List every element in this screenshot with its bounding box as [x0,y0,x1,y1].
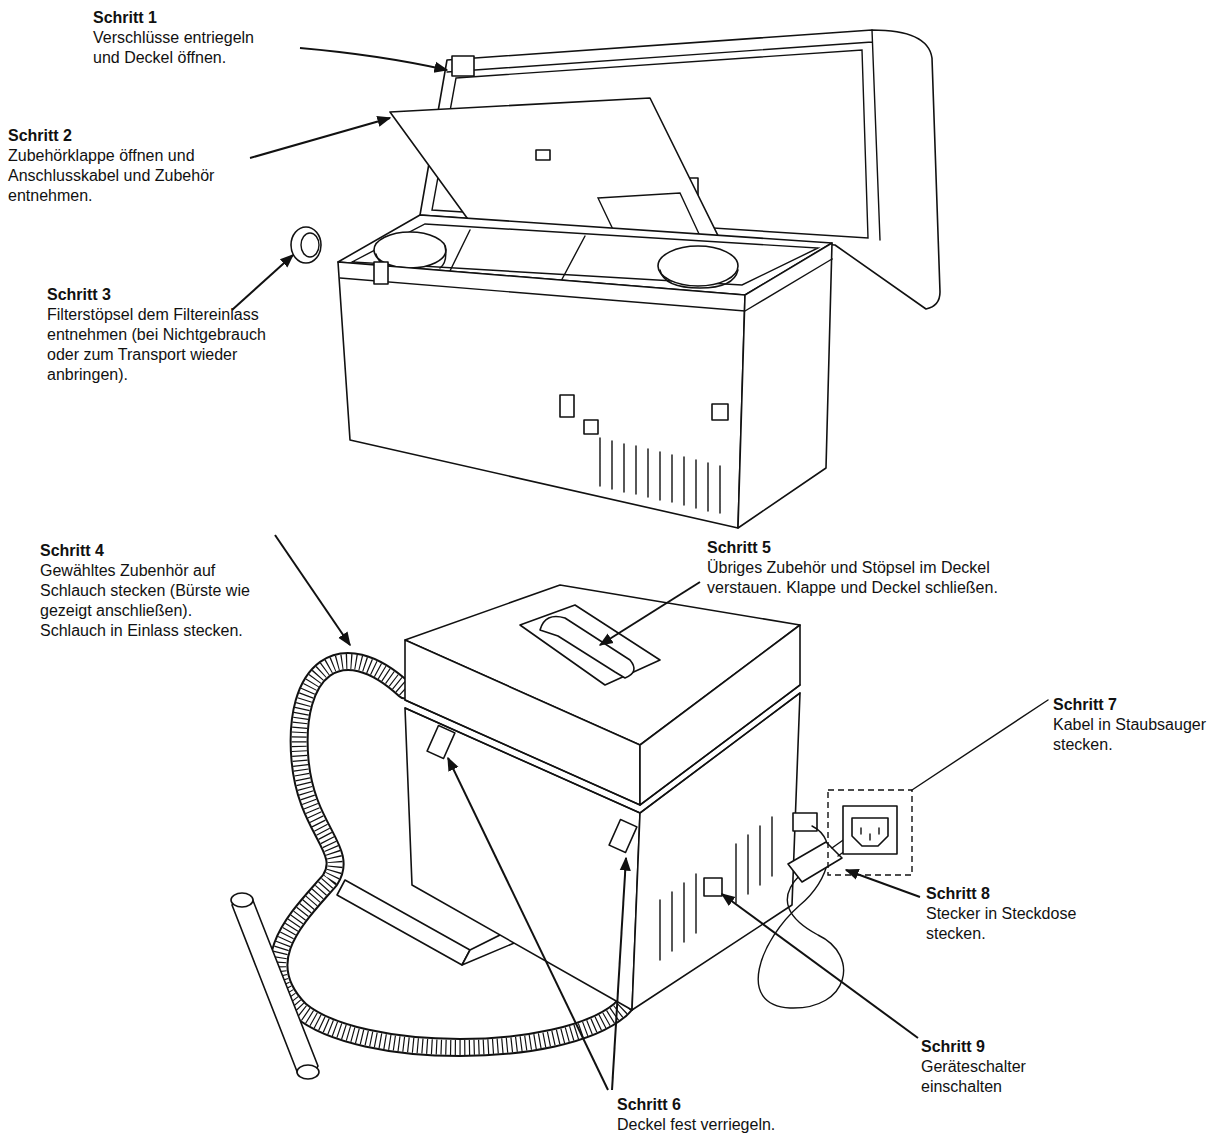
step-heading: Schritt 2 [8,126,288,146]
filter-plug [291,227,321,263]
socket-pins [861,828,879,840]
step-instruction: Zubehörklappe öffnen und Anschlusskabel … [8,146,288,206]
step-instruction: Gewähltes Zubenhör auf Schlauch stecken … [40,561,252,641]
step-heading: Schritt 1 [93,8,273,28]
base-right-face [632,693,800,1010]
leader-arrow [448,758,608,1090]
plug-body [788,842,842,882]
socket-inset [828,790,912,875]
vent-slots [660,817,772,960]
step-heading: Schritt 3 [47,285,275,305]
socket [712,404,728,420]
leader-arrow [232,255,293,310]
leader-arrow [722,894,918,1038]
base-rim-line [745,259,832,311]
filter-cylinder-side [660,270,738,288]
step-heading: Schritt 4 [40,541,252,561]
base-front-face [338,262,745,528]
socket-plate [843,806,897,854]
closed-case [231,585,852,1079]
lid-latch [609,820,637,853]
step-heading: Schritt 5 [707,538,1052,558]
leader-line [912,700,1048,790]
vent-slots [600,438,720,513]
leader-arrow [250,118,390,158]
base-right-face [738,243,832,528]
switch [584,420,598,434]
power-cord [758,826,843,1008]
crevice-wand [232,896,318,1076]
open-case [291,30,940,528]
step-instruction: Geräteschalter einschalten [921,1057,1061,1097]
base-front-face [405,708,640,1010]
step-heading: Schritt 8 [926,884,1126,904]
socket-opening [852,818,888,846]
cord-connector [793,813,817,831]
leader-arrow [300,48,447,70]
base-latch [560,395,574,417]
filter-plug-inner [301,233,319,257]
step-instruction: Übriges Zubehör und Stöpsel im Deckel ve… [707,558,1052,598]
handle-recess [520,605,660,685]
power-switch [704,878,722,896]
leader-arrow [600,582,700,645]
wand-end [297,1065,319,1079]
step-instruction: Verschlüsse entriegeln und Deckel öffnen… [93,28,273,68]
base-rim-line [340,259,832,311]
base-latch [374,262,388,284]
lid-latch [452,56,474,76]
step-instruction: Filterstöpsel dem Filtereinlass entnehme… [47,305,275,385]
step-instruction: Kabel in Staubsauger stecken. [1053,715,1223,755]
leader-arrow [275,535,350,645]
dashed-frame [828,790,912,875]
step-instruction: Deckel fest verriegeln. [617,1115,827,1135]
leader-arrow [612,858,626,1090]
lid-latch [427,726,455,759]
wand-end [231,893,253,907]
step-heading: Schritt 7 [1053,695,1223,715]
step-heading: Schritt 9 [921,1037,1061,1057]
handle [540,617,634,679]
step-heading: Schritt 6 [617,1095,827,1115]
step-instruction: Stecker in Steckdose stecken. [926,904,1126,944]
filter-cylinder [658,246,738,286]
leader-arrow [846,870,920,897]
flap-tab [536,150,550,160]
